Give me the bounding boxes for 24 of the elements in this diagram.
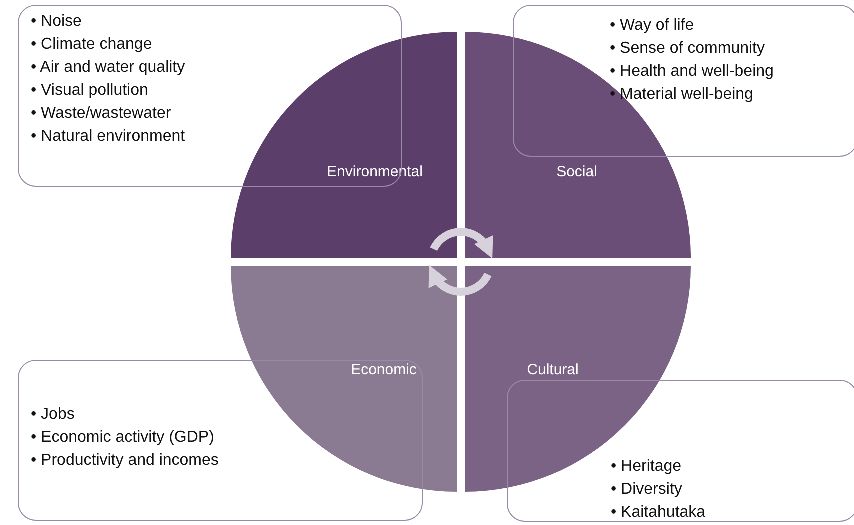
quadrant-label: Social: [556, 164, 598, 180]
text-box: [18, 360, 423, 521]
quadrant-shape: [231, 266, 457, 492]
list-item: • Material well-being: [610, 85, 754, 105]
quadrant-label: Economic: [351, 362, 417, 378]
text-box: [507, 380, 854, 522]
quadrant-label: Environmental: [327, 164, 423, 180]
list-item: • Kaitahutaka: [611, 503, 706, 523]
list-item: • Heritage: [611, 457, 683, 477]
list-item: • Health and well-being: [610, 62, 774, 82]
list-item: • Climate change: [31, 35, 154, 55]
list-item: • Noise: [31, 12, 83, 32]
list-item: • Air and water quality: [31, 58, 186, 78]
list-item: • Waste/wastewater: [31, 104, 172, 124]
list-item: • Way of life: [610, 16, 696, 36]
list-item: • Jobs: [31, 405, 76, 425]
list-item: • Natural environment: [31, 127, 186, 147]
list-item: • Economic activity (GDP): [31, 428, 216, 448]
list-item: • Productivity and incomes: [31, 451, 219, 471]
list-item: • Diversity: [611, 480, 684, 500]
quadrant-shape: [231, 32, 457, 258]
quadrant-label: Cultural: [527, 362, 579, 378]
list-item: • Visual pollution: [31, 81, 150, 101]
list-item: • Sense of community: [610, 39, 766, 59]
